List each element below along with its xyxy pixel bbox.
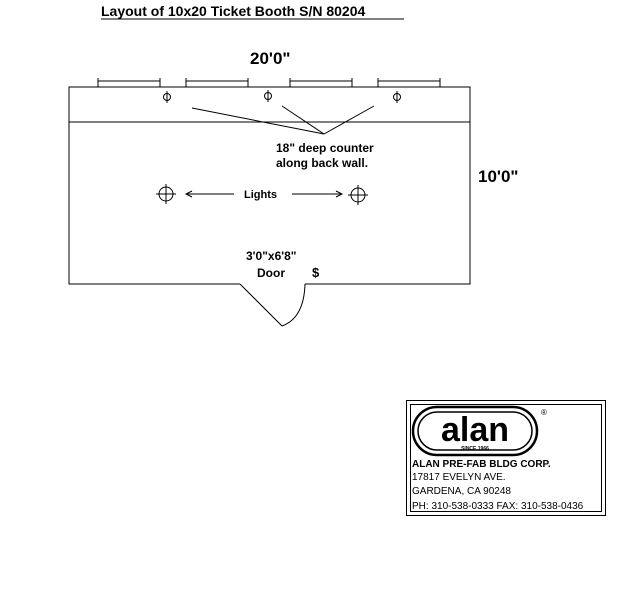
door-size-label: 3'0"x6'8"	[246, 249, 296, 263]
lights-arrow-left	[184, 190, 234, 198]
switch-symbol: $	[312, 265, 320, 280]
lights-label: Lights	[244, 189, 277, 201]
company-title-block: alan SINCE 1966 ® ALAN PRE-FAB BLDG CORP…	[406, 400, 606, 516]
alan-logo: alan SINCE 1966 ®	[411, 405, 547, 457]
logo-since: SINCE 1966	[461, 446, 489, 452]
door-label: Door	[257, 266, 285, 280]
lights-arrow-right	[292, 190, 344, 198]
company-name: ALAN PRE-FAB BLDG CORP.	[412, 459, 551, 470]
logo-text: alan	[441, 411, 509, 449]
title-block-inner-border	[410, 404, 602, 512]
counter-label-line1: 18" deep counter	[276, 141, 374, 155]
outlet-icon	[264, 90, 272, 102]
width-dimension: 20'0"	[250, 49, 290, 68]
window	[97, 78, 161, 87]
depth-dimension: 10'0"	[478, 167, 518, 186]
outlet-icon	[393, 91, 401, 103]
booth-outline	[68, 86, 471, 285]
logo-registered: ®	[541, 408, 547, 417]
window	[289, 78, 353, 87]
counter-label-line2: along back wall.	[276, 156, 368, 170]
page-title: Layout of 10x20 Ticket Booth S/N 80204	[101, 3, 365, 19]
light-fixture-icon	[156, 184, 176, 204]
company-address-city: GARDENA, CA 90248	[412, 486, 511, 497]
door-swing	[239, 283, 306, 327]
window	[185, 78, 249, 87]
outlet-icon	[163, 91, 171, 103]
company-phone-fax: PH: 310-538-0333 FAX: 310-538-0436	[412, 501, 584, 512]
window	[377, 78, 441, 87]
counter-leader-lines	[191, 105, 375, 135]
light-fixture-icon	[348, 185, 368, 205]
company-address-street: 17817 EVELYN AVE.	[412, 472, 506, 483]
floor-plan: Layout of 10x20 Ticket Booth S/N 80204 2…	[68, 3, 518, 327]
